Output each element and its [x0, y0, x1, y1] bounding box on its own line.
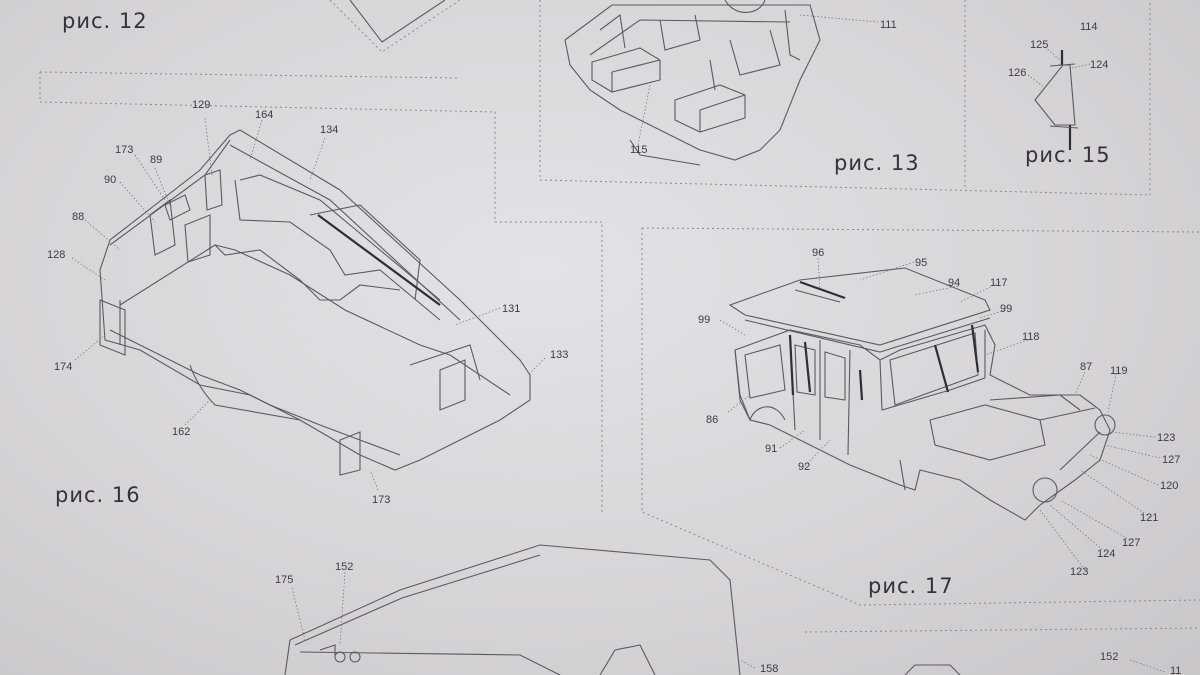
- fig12-drawing: [329, 0, 461, 53]
- part-number: 134: [320, 124, 338, 136]
- part-number: 164: [255, 109, 273, 121]
- part-number: 128: [47, 249, 65, 261]
- fig13-caption: рис. 13: [834, 151, 920, 175]
- part-number: 11: [1170, 665, 1181, 675]
- part-number: 115: [630, 144, 648, 156]
- part-number: 96: [812, 247, 824, 259]
- fig13-drawing: [564, 0, 879, 166]
- part-number: 173: [115, 144, 133, 156]
- part-number: 127: [1122, 537, 1140, 549]
- part-number: 118: [1022, 331, 1040, 343]
- part-number: 91: [765, 443, 777, 455]
- part-number: 123: [1157, 432, 1175, 444]
- part-number: 123: [1070, 566, 1088, 578]
- part-number: 120: [1160, 480, 1178, 492]
- part-number: 131: [502, 303, 520, 315]
- part-number: 95: [915, 257, 927, 269]
- part-number: 87: [1080, 361, 1092, 373]
- part-number: 92: [798, 461, 810, 473]
- fig12-caption: рис. 12: [62, 9, 148, 33]
- part-number: 175: [275, 574, 293, 586]
- part-number: 124: [1090, 59, 1108, 71]
- bottom-drawing: [284, 544, 1166, 675]
- part-number: 94: [948, 277, 960, 289]
- panel-borders: [39, 0, 1200, 633]
- part-number: 111: [880, 19, 897, 31]
- part-number: 129: [192, 99, 210, 111]
- part-number: 152: [1100, 651, 1118, 663]
- fig15-caption: рис. 15: [1025, 143, 1111, 167]
- part-number: 126: [1008, 67, 1026, 79]
- fig16-drawing: [71, 117, 546, 491]
- fig15-drawing: [1027, 46, 1091, 150]
- part-number: 99: [698, 314, 710, 326]
- part-number: 125: [1030, 39, 1048, 51]
- part-number: 173: [372, 494, 390, 506]
- part-number: 133: [550, 349, 568, 361]
- fig17-drawing: [719, 257, 1161, 571]
- part-number: 88: [72, 211, 84, 223]
- part-number: 90: [104, 174, 116, 186]
- part-number: 89: [150, 154, 162, 166]
- part-number: 174: [54, 361, 72, 373]
- part-number: 152: [335, 561, 353, 573]
- part-number: 124: [1097, 548, 1115, 560]
- part-number: 158: [760, 663, 778, 675]
- part-number: 162: [172, 426, 190, 438]
- part-number: 114: [1080, 21, 1098, 33]
- fig17-caption: рис. 17: [868, 574, 954, 598]
- part-number: 99: [1000, 303, 1012, 315]
- part-number: 86: [706, 414, 718, 426]
- part-number: 117: [990, 277, 1008, 289]
- part-number: 121: [1140, 512, 1158, 524]
- fig16-caption: рис. 16: [55, 483, 141, 507]
- part-number: 127: [1162, 454, 1180, 466]
- part-number: 119: [1110, 365, 1128, 377]
